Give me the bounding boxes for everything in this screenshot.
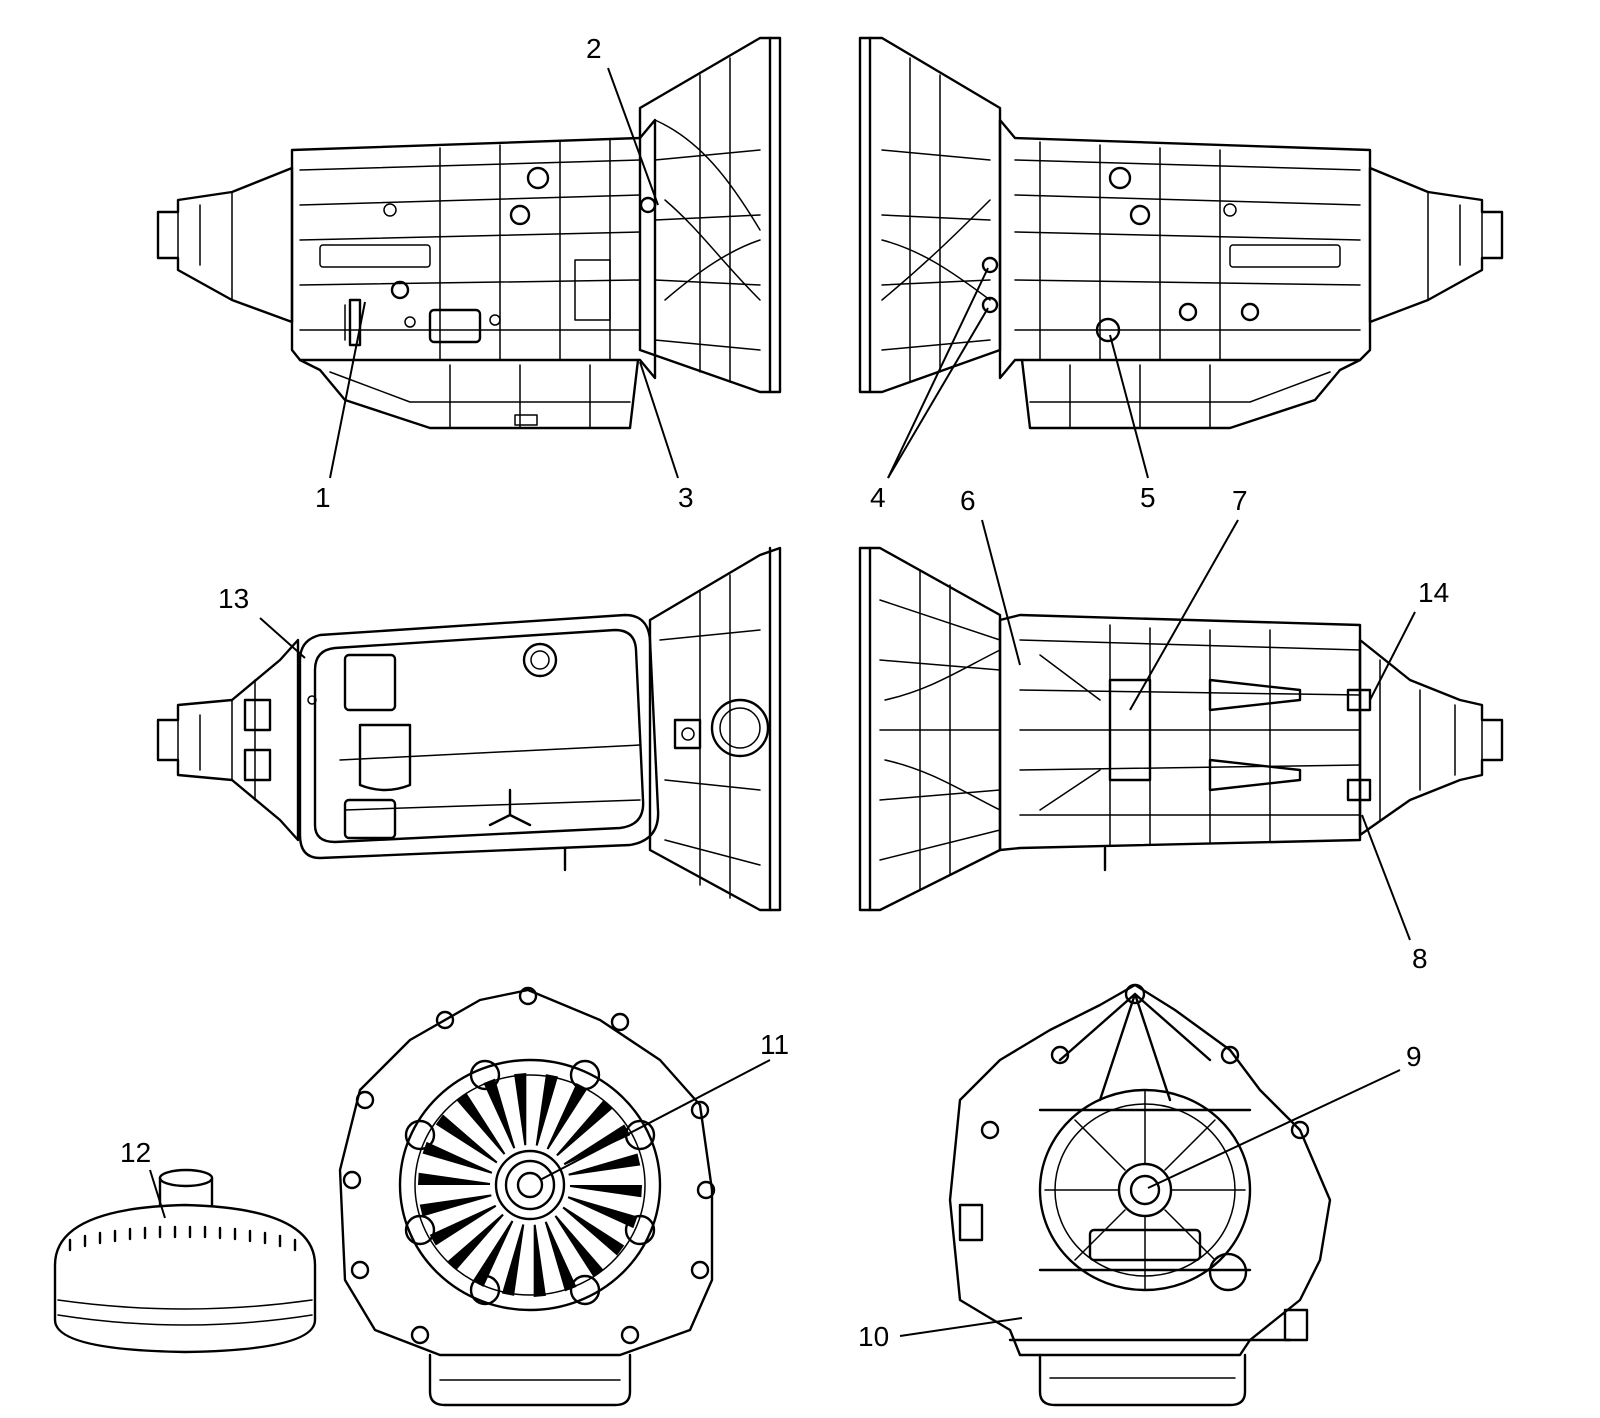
leader-lines: [149, 67, 1416, 1337]
transmission-right-side-view: [858, 36, 1504, 430]
callout-8: 8: [1412, 943, 1428, 974]
stator-blade: [535, 1074, 559, 1146]
stator-blade: [567, 1196, 638, 1229]
callout-1: 1: [315, 482, 331, 513]
stator-blade: [544, 1221, 577, 1292]
stator-blades: [418, 1073, 642, 1297]
stator-blade: [422, 1141, 493, 1174]
callout-13: 13: [218, 583, 249, 614]
callout-4: 4: [870, 482, 886, 513]
stator-blade: [546, 1083, 588, 1150]
transmission-bottom-view: [156, 546, 782, 912]
torque-converter: [53, 1168, 317, 1354]
callout-labels: 1 2 3 4 5 6 7 8 9 10 11 12 13 14: [120, 33, 1449, 1352]
stator-blade: [562, 1206, 625, 1256]
transmission-front-view: [338, 986, 716, 1407]
stator-blade: [554, 1215, 604, 1278]
callout-14: 14: [1418, 577, 1449, 608]
callout-9: 9: [1406, 1041, 1422, 1072]
stator-blade: [419, 1194, 492, 1217]
stator-blade: [456, 1092, 506, 1155]
stator-blade: [435, 1114, 498, 1164]
callout-3: 3: [678, 482, 694, 513]
transmission-rear-view: [948, 983, 1332, 1407]
stator-blade: [533, 1224, 546, 1297]
transmission-top-view: [858, 546, 1504, 912]
stator-blade: [429, 1204, 497, 1246]
stator-blade: [472, 1220, 514, 1287]
stator-blade: [556, 1100, 613, 1157]
stator-blade: [563, 1124, 631, 1166]
stator-blade: [447, 1213, 504, 1270]
stator-blade: [501, 1224, 525, 1296]
stator-blade: [483, 1078, 516, 1149]
callout-5: 5: [1140, 482, 1156, 513]
callout-10: 10: [858, 1321, 889, 1352]
stator-blade: [569, 1185, 642, 1198]
stator-blade: [568, 1153, 641, 1176]
callout-12: 12: [120, 1137, 151, 1168]
callout-6: 6: [960, 485, 976, 516]
callout-2: 2: [586, 33, 602, 64]
callout-11: 11: [760, 1029, 789, 1060]
stator-blade: [418, 1172, 491, 1185]
stator-blade: [514, 1073, 527, 1146]
callout-7: 7: [1232, 485, 1248, 516]
transmission-left-side-view: [156, 36, 782, 430]
